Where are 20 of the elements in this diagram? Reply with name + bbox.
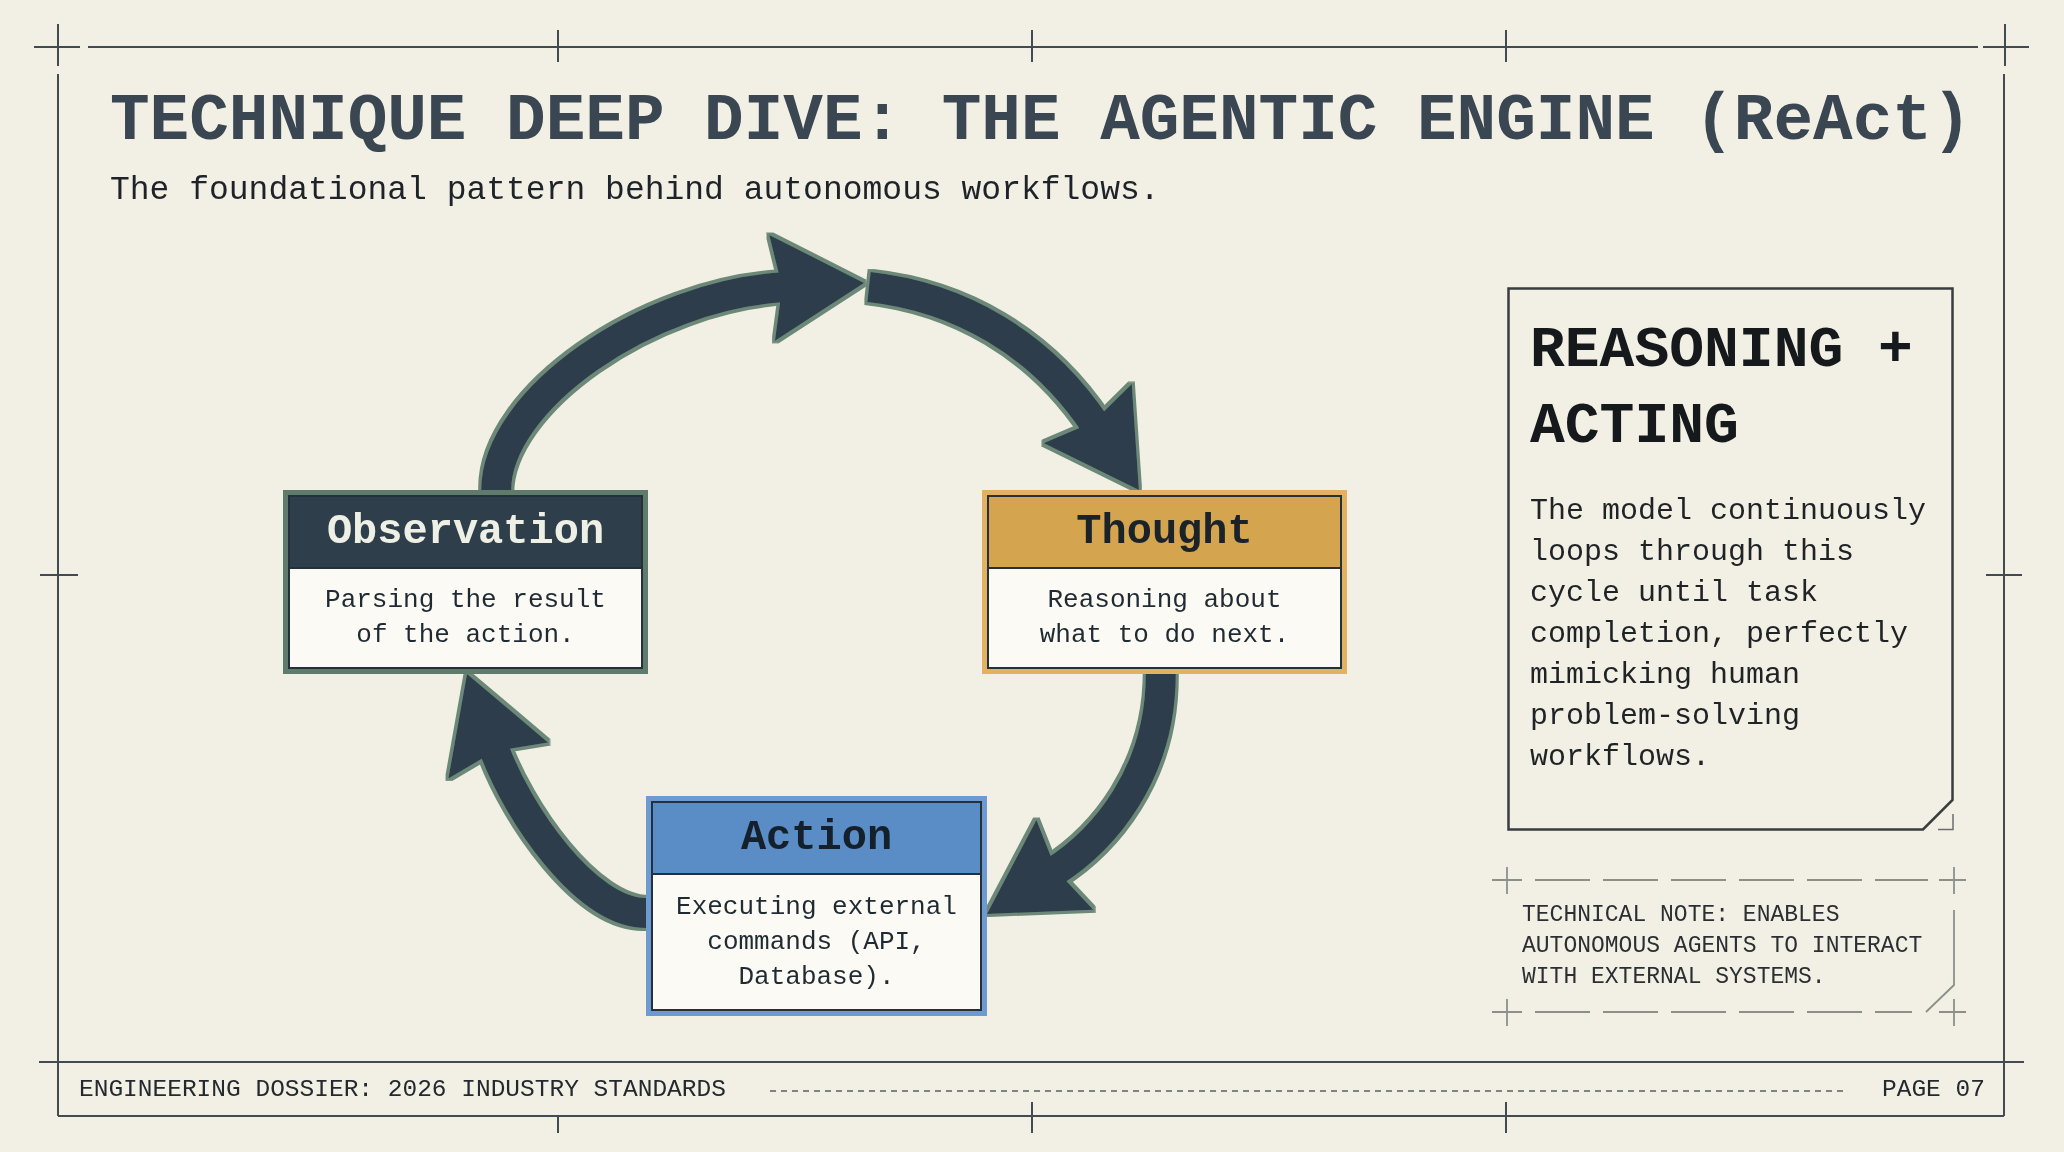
panel-body: The model continuously loops through this cycle until task completion, perfectly mimicking human problem-solving workflows. <box>1530 493 1928 776</box>
note-text: TECHNICAL NOTE: ENABLES AUTONOMOUS AGENTS TO INTERACT WITH EXTERNAL SYSTEMS. <box>1522 901 1924 992</box>
footer-text: ENGINEERING DOSSIER: 2026 INDUSTRY STANDARDS <box>79 1076 726 1104</box>
step-description: Reasoning about what to do next. <box>989 569 1340 667</box>
step-card <box>982 490 1347 674</box>
cycle-arrow <box>866 272 1142 489</box>
step-card <box>646 796 987 1016</box>
technical-note <box>1492 867 1966 1027</box>
info-panel <box>1507 287 1954 831</box>
page-title: TECHNIQUE DEEP DIVE: THE AGENTIC ENGINE (ReAct) <box>110 88 1972 156</box>
page-number: PAGE 07 <box>1882 1076 1985 1104</box>
cycle-arrow <box>988 673 1176 917</box>
step-title: Thought <box>989 497 1340 569</box>
step-title: Observation <box>290 497 641 569</box>
step-card <box>283 490 648 674</box>
step-description: Executing external commands (API, Database). <box>653 875 980 1009</box>
subtitle-text: The foundational pattern behind autonomous workflows. <box>110 172 1160 210</box>
step-description: Parsing the result of the action. <box>290 569 641 667</box>
panel-heading: REASONING + ACTING <box>1530 317 1914 461</box>
step-title: Action <box>653 803 980 875</box>
